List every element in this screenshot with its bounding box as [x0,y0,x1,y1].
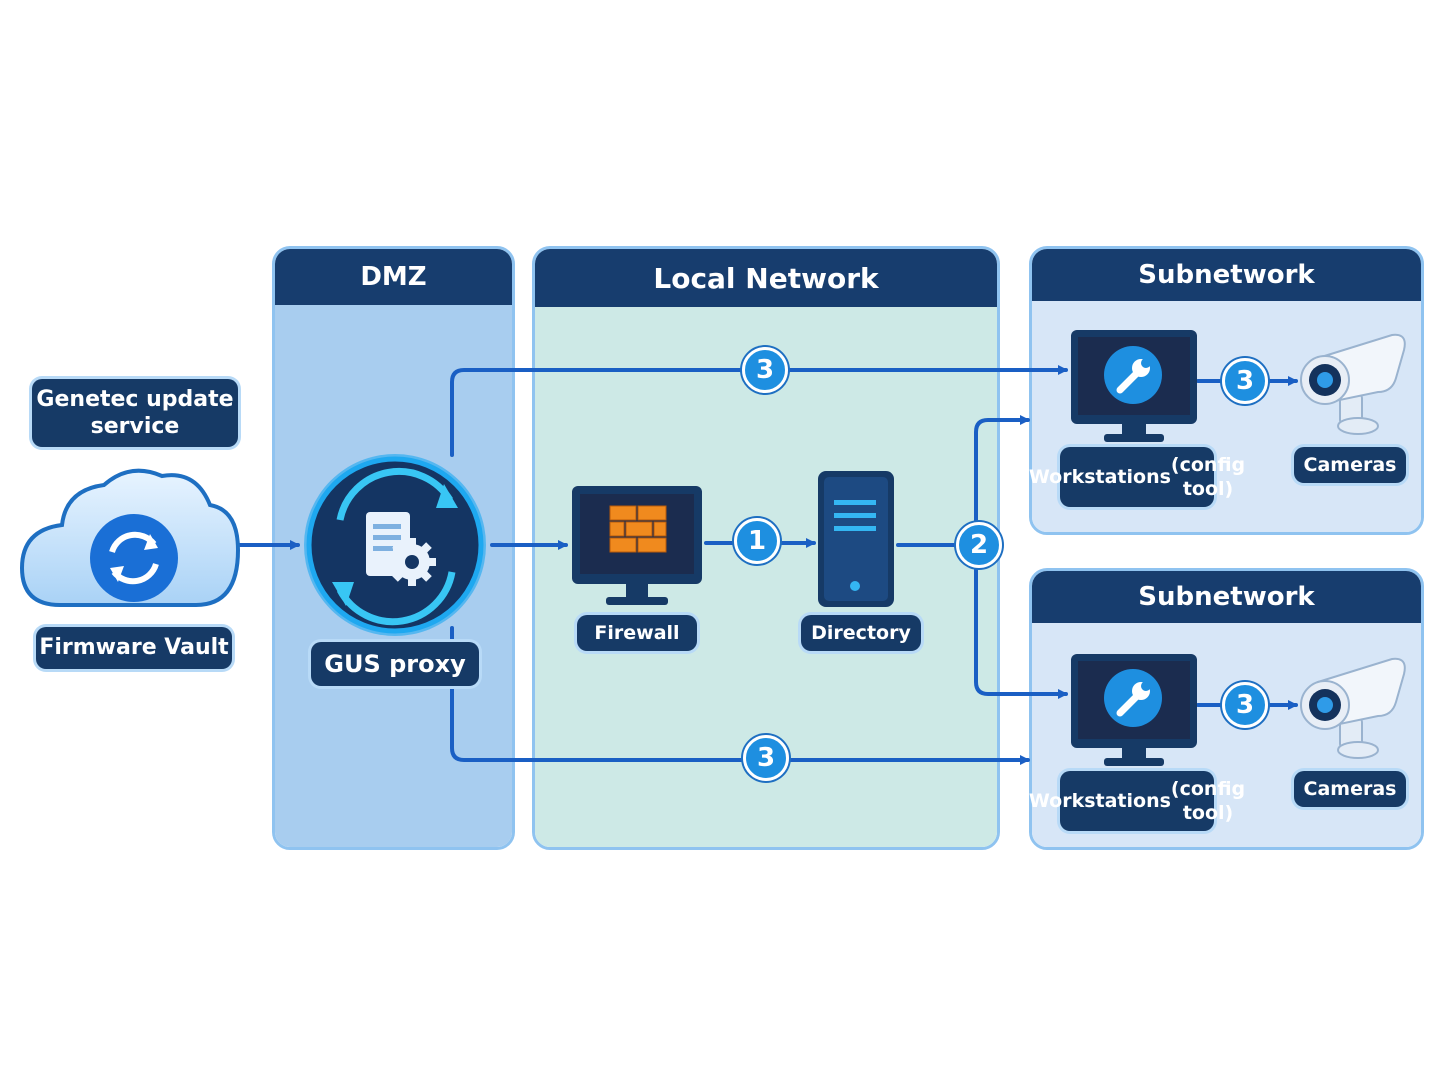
subnetwork-bottom-title: Subnetwork [1032,571,1421,623]
step-badge-bottom-ws-camera: 3 [1222,682,1268,728]
update-service-label: Genetec update service [32,379,238,447]
cameras-top-label: Cameras [1294,447,1406,483]
workstations-bottom-label: Workstations (config tool) [1029,771,1245,831]
top-path-arrow [450,365,1068,457]
workstations-top-line1: Workstations [1028,466,1171,488]
dmz-title: DMZ [275,249,512,305]
step-badge-top-ws-camera: 3 [1222,358,1268,404]
workstations-bottom-line1: Workstations [1028,790,1171,812]
workstations-top-label: Workstations (config tool) [1029,447,1245,507]
step-badge-top-path: 3 [742,347,788,393]
bottom-path-arrow [450,626,1030,765]
firmware-vault-label: Firmware Vault [36,627,232,669]
workstations-top-line2: (config tool) [1170,454,1246,500]
gus-proxy-label: GUS proxy [311,642,479,686]
local-network-title: Local Network [535,249,997,307]
step-badge-bottom-path: 3 [743,735,789,781]
firewall-label: Firewall [577,615,697,651]
step-badge-directory-branch: 2 [956,522,1002,568]
step-badge-firewall-directory: 1 [734,518,780,564]
branch-down-arrow [974,568,1068,699]
cameras-bottom-label: Cameras [1294,771,1406,807]
directory-label: Directory [801,615,921,651]
workstations-bottom-line2: (config tool) [1170,778,1246,824]
subnetwork-top-title: Subnetwork [1032,249,1421,301]
branch-up-arrow [974,415,1030,522]
